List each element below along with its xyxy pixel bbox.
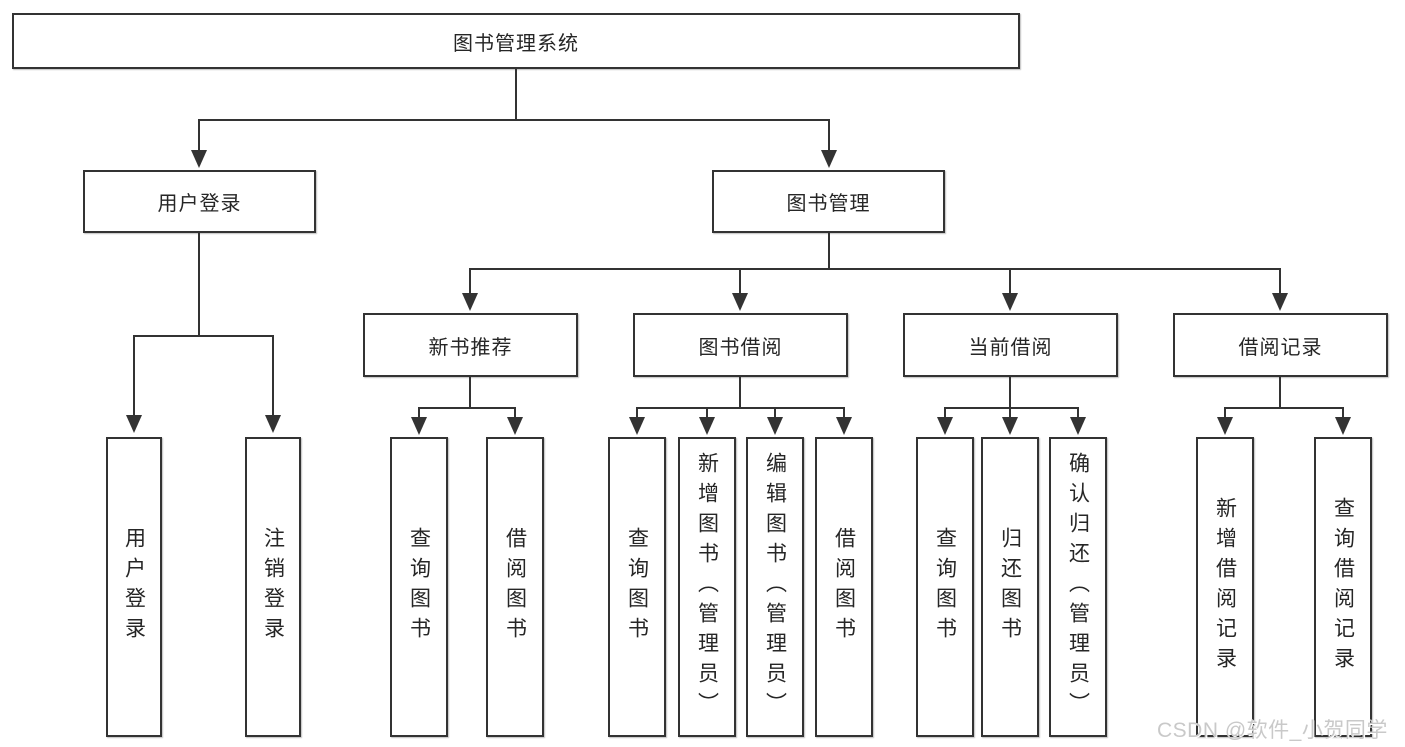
connector-line: [1224, 407, 1344, 409]
connector-line: [1077, 407, 1079, 417]
arrow-down-icon: [836, 417, 852, 435]
connector-line: [133, 335, 135, 415]
connector-line: [739, 377, 741, 407]
arrow-down-icon: [937, 417, 953, 435]
arrow-down-icon: [1272, 293, 1288, 311]
arrow-down-icon: [191, 150, 207, 168]
connector-line: [418, 407, 516, 409]
connector-line: [1279, 377, 1281, 407]
node-current-borrow: 当前借阅: [903, 313, 1118, 377]
arrow-down-icon: [767, 417, 783, 435]
connector-line: [469, 377, 471, 407]
node-root-label: 图书管理系统: [453, 32, 579, 55]
node-user-login: 用户登录: [83, 170, 316, 233]
leaf-logout: 注销登录: [245, 437, 301, 737]
connector-line: [469, 268, 1281, 270]
leaf-recommend-borrow-book: 借阅图书: [486, 437, 544, 737]
leaf-borrow-query-book: 查询图书: [608, 437, 666, 737]
connector-line: [198, 119, 830, 121]
arrow-down-icon: [126, 415, 142, 433]
connector-line: [828, 233, 830, 268]
connector-line: [1009, 377, 1011, 407]
leaf-confirm-return-admin: 确认归还（管理员）: [1049, 437, 1107, 737]
arrow-down-icon: [265, 415, 281, 433]
arrow-down-icon: [732, 293, 748, 311]
connector-line: [198, 233, 200, 335]
connector-line: [843, 407, 845, 417]
leaf-borrow-query-book-label: 查询图书: [625, 527, 649, 647]
arrow-down-icon: [462, 293, 478, 311]
connector-line: [133, 335, 274, 337]
connector-line: [418, 407, 420, 417]
connector-line: [774, 407, 776, 417]
arrow-down-icon: [821, 150, 837, 168]
node-book-management: 图书管理: [712, 170, 945, 233]
connector-line: [1342, 407, 1344, 417]
arrow-down-icon: [699, 417, 715, 435]
leaf-edit-book-admin-label: 编辑图书（管理员）: [763, 452, 787, 722]
node-book-management-label: 图书管理: [786, 193, 871, 215]
node-book-borrow-label: 图书借阅: [698, 336, 783, 359]
leaf-user-login-label: 用户登录: [122, 527, 146, 647]
leaf-borrow-book-label: 借阅图书: [832, 527, 856, 647]
leaf-add-borrow-record: 新增借阅记录: [1196, 437, 1254, 737]
arrow-down-icon: [1002, 293, 1018, 311]
arrow-down-icon: [411, 417, 427, 435]
leaf-recommend-query-book: 查询图书: [390, 437, 448, 737]
node-borrow-records: 借阅记录: [1173, 313, 1388, 377]
leaf-edit-book-admin: 编辑图书（管理员）: [746, 437, 804, 737]
connector-line: [514, 407, 516, 417]
csdn-watermark: CSDN @软件_小贺同学: [1157, 719, 1388, 742]
leaf-return-book-label: 归还图书: [998, 527, 1022, 647]
connector-line: [1224, 407, 1226, 417]
leaf-query-borrow-record-label: 查询借阅记录: [1331, 497, 1355, 677]
leaf-return-book: 归还图书: [981, 437, 1039, 737]
connector-line: [469, 268, 471, 293]
node-root: 图书管理系统: [12, 13, 1020, 69]
connector-line: [1009, 268, 1011, 293]
leaf-user-login: 用户登录: [106, 437, 162, 737]
connector-line: [828, 119, 830, 150]
connector-line: [515, 69, 517, 119]
node-current-borrow-label: 当前借阅: [968, 336, 1053, 359]
leaf-borrow-book: 借阅图书: [815, 437, 873, 737]
arrow-down-icon: [1002, 417, 1018, 435]
node-new-book-recommend-label: 新书推荐: [428, 336, 513, 359]
arrow-down-icon: [1217, 417, 1233, 435]
connector-line: [636, 407, 638, 417]
leaf-add-borrow-record-label: 新增借阅记录: [1213, 497, 1237, 677]
node-book-borrow: 图书借阅: [633, 313, 848, 377]
connector-line: [1279, 268, 1281, 293]
connector-line: [1009, 407, 1011, 417]
leaf-recommend-borrow-book-label: 借阅图书: [503, 527, 527, 647]
leaf-confirm-return-admin-label: 确认归还（管理员）: [1066, 452, 1090, 722]
connector-line: [944, 407, 1079, 409]
connector-line: [272, 335, 274, 415]
arrow-down-icon: [1335, 417, 1351, 435]
arrow-down-icon: [1070, 417, 1086, 435]
connector-line: [944, 407, 946, 417]
node-user-login-label: 用户登录: [157, 193, 242, 215]
leaf-recommend-query-book-label: 查询图书: [407, 527, 431, 647]
leaf-current-query-book-label: 查询图书: [933, 527, 957, 647]
leaf-add-book-admin: 新增图书（管理员）: [678, 437, 736, 737]
connector-line: [198, 119, 200, 150]
connector-line: [636, 407, 845, 409]
leaf-query-borrow-record: 查询借阅记录: [1314, 437, 1372, 737]
leaf-current-query-book: 查询图书: [916, 437, 974, 737]
node-new-book-recommend: 新书推荐: [363, 313, 578, 377]
arrow-down-icon: [629, 417, 645, 435]
arrow-down-icon: [507, 417, 523, 435]
connector-line: [706, 407, 708, 417]
node-borrow-records-label: 借阅记录: [1238, 336, 1323, 359]
leaf-logout-label: 注销登录: [261, 527, 285, 647]
connector-line: [739, 268, 741, 293]
leaf-add-book-admin-label: 新增图书（管理员）: [695, 452, 719, 722]
